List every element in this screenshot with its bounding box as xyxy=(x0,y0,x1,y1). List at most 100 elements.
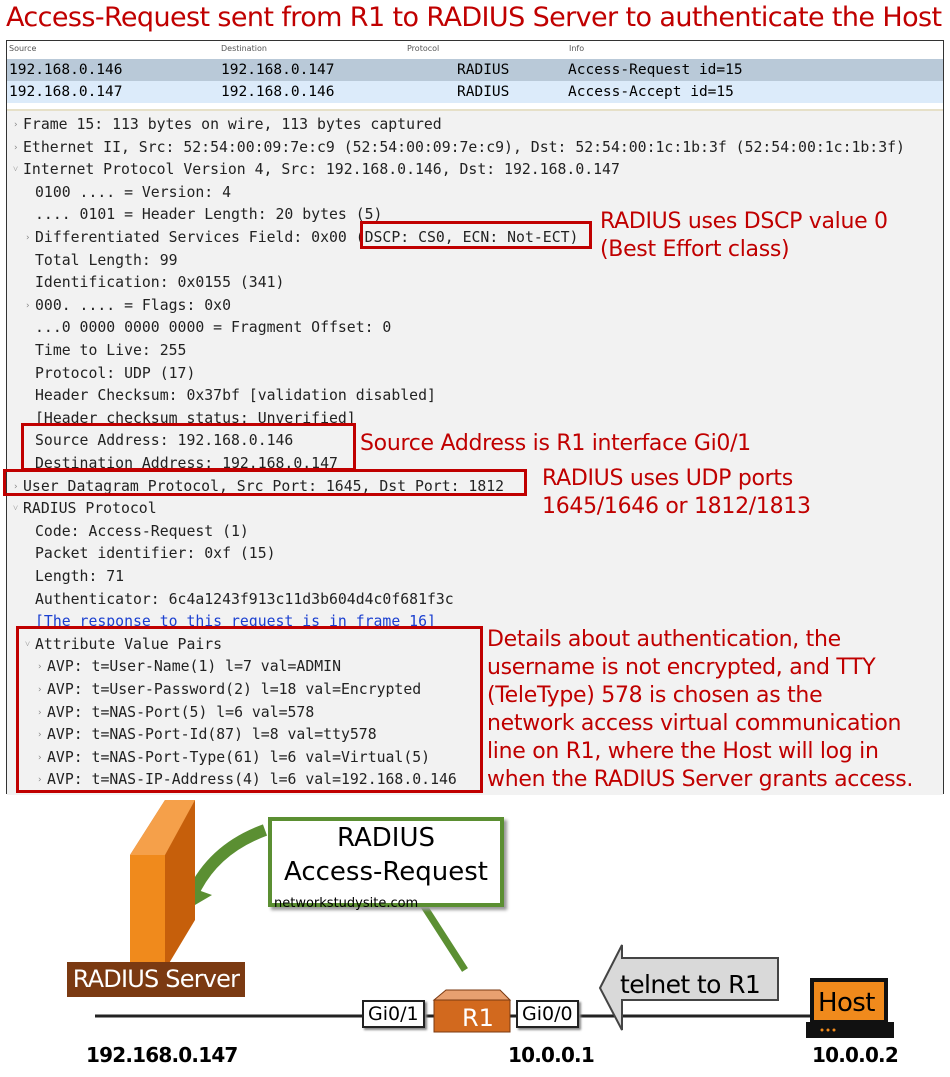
tree-item-label: Code: Access-Request (1) xyxy=(35,522,249,540)
column-header-source[interactable]: Source xyxy=(9,44,37,53)
tree-item[interactable]: Total Length: 99 xyxy=(35,250,178,273)
tree-item[interactable]: ˅ Internet Protocol Version 4, Src: 192.1… xyxy=(13,159,620,182)
tree-item[interactable]: Protocol: UDP (17) xyxy=(35,363,195,386)
tree-item[interactable]: ˅ RADIUS Protocol xyxy=(13,498,157,521)
packet-destination: 192.168.0.146 xyxy=(221,84,335,100)
note-line: Details about authentication, the xyxy=(487,627,841,652)
packet-row-selected[interactable]: 192.168.0.146 192.168.0.147 RADIUS Acces… xyxy=(7,59,943,81)
tree-item[interactable]: ...0 0000 0000 0000 = Fragment Offset: 0 xyxy=(35,317,391,340)
note-line: RADIUS uses UDP ports xyxy=(542,466,793,491)
packet-source: 192.168.0.146 xyxy=(9,62,123,78)
packet-info: Access-Accept id=15 xyxy=(568,84,734,100)
tree-item-label: 000. .... = Flags: 0x0 xyxy=(35,296,231,314)
tree-item[interactable]: › Differentiated Services Field: 0x00 (DS… xyxy=(25,227,579,250)
tree-item[interactable]: ›AVP: t=NAS-Port(5) l=6 val=578 xyxy=(37,702,314,725)
dscp-note: RADIUS uses DSCP value 0(Best Effort cla… xyxy=(600,208,888,264)
tree-item[interactable]: Identification: 0x0155 (341) xyxy=(35,272,284,295)
tree-item-label: Attribute Value Pairs xyxy=(35,635,223,653)
tree-item-label: Frame 15: 113 bytes on wire, 113 bytes c… xyxy=(23,116,442,133)
chevron-right-icon[interactable]: › xyxy=(37,730,43,741)
tree-item[interactable]: ˅ Attribute Value Pairs xyxy=(25,634,223,657)
tree-item[interactable]: ›AVP: t=NAS-Port-Id(87) l=8 val=tty578 xyxy=(37,724,377,747)
tree-item[interactable]: › 000. .... = Flags: 0x0 xyxy=(25,295,231,318)
host-label: Host xyxy=(818,988,875,1018)
udp-highlight-box xyxy=(3,469,527,496)
address-highlight-box xyxy=(21,423,356,471)
tree-item[interactable]: Header Checksum: 0x37bf [validation disa… xyxy=(35,385,436,408)
chevron-down-icon[interactable]: ˅ xyxy=(25,639,31,650)
tree-item[interactable]: Source Address: 192.168.0.146 xyxy=(35,430,293,453)
tree-item-label: Packet identifier: 0xf (15) xyxy=(35,545,276,563)
callout-line: RADIUS xyxy=(336,823,436,853)
watermark: networkstudysite.com xyxy=(274,896,419,911)
udp-note: RADIUS uses UDP ports 1645/1646 or 1812/1… xyxy=(542,465,811,521)
tree-item[interactable]: › AVP: t=NAS-IP-Address(4) l=6 val=192.16… xyxy=(37,769,457,792)
tree-item[interactable]: Authenticator: 6c4a1243f913c11d3b604d4c0… xyxy=(35,589,454,612)
tree-item-label: Authenticator: 6c4a1243f913c11d3b604d4c0… xyxy=(35,590,454,608)
note-line: (TeleType) 578 is chosen as the xyxy=(487,683,823,708)
tree-item[interactable]: ›AVP: t=User-Password(2) l=18 val=Encryp… xyxy=(37,679,421,702)
chevron-right-icon[interactable]: › xyxy=(13,120,19,130)
tree-item[interactable]: › AVP: t=NAS-Port-Type(61) l=6 val=Virtua… xyxy=(37,747,431,770)
tree-item-label: AVP: t=NAS-IP-Address(4) l=6 val=192.168… xyxy=(47,771,457,789)
chevron-right-icon[interactable]: › xyxy=(37,685,43,695)
chevron-right-icon[interactable]: › xyxy=(13,481,19,492)
tree-item-label: AVP: t=NAS-Port-Type(61) l=6 val=Virtual… xyxy=(47,748,431,766)
tree-item-label: ...0 0000 0000 0000 = Fragment Offset: 0 xyxy=(35,319,392,337)
tree-item-label[interactable]: [The response to this request is in fram… xyxy=(35,613,436,631)
packet-row[interactable]: 192.168.0.147 192.168.0.146 RADIUS Acces… xyxy=(7,81,943,103)
tree-item[interactable]: Destination Address: 192.168.0.147 xyxy=(35,453,338,476)
tree-item[interactable]: .... 0101 = Header Length: 20 bytes (5) xyxy=(35,204,382,227)
port-gi0-1: Gi0/1 xyxy=(362,1000,425,1028)
chevron-right-icon[interactable]: › xyxy=(37,752,43,763)
chevron-right-icon[interactable]: › xyxy=(25,233,31,243)
tree-item-label: Source Address: 192.168.0.146 xyxy=(35,432,294,450)
source-note: Source Address is R1 interface Gi0/1 xyxy=(360,431,751,456)
router-ip: 10.0.0.1 xyxy=(508,1043,595,1067)
tree-item-label: Differentiated Services Field: 0x00 (DSC… xyxy=(35,229,579,246)
tree-item[interactable]: ›AVP: t=User-Name(1) l=7 val=ADMIN xyxy=(37,656,341,679)
packet-info: Access-Request id=15 xyxy=(568,62,743,78)
chevron-right-icon[interactable]: › xyxy=(13,142,19,153)
column-header-destination[interactable]: Destination xyxy=(221,44,267,53)
tree-item-label: Ethernet II, Src: 52:54:00:09:7e:c9 (52:… xyxy=(23,138,905,156)
chevron-down-icon[interactable]: ˅ xyxy=(13,165,19,176)
chevron-right-icon[interactable]: › xyxy=(37,662,43,673)
chevron-right-icon[interactable]: › xyxy=(25,300,31,311)
tree-item-label: Length: 71 xyxy=(35,568,125,585)
column-header-protocol[interactable]: Protocol xyxy=(407,44,440,53)
chevron-down-icon[interactable]: ˅ xyxy=(13,504,19,515)
frame-link[interactable]: [The response to this request is in fram… xyxy=(35,611,436,634)
tree-item-label: Header Checksum: 0x37bf [validation disa… xyxy=(35,387,436,405)
tree-item[interactable]: [Header checksum status: Unverified] xyxy=(35,408,356,431)
tree-item[interactable]: Code: Access-Request (1) xyxy=(35,521,249,544)
note-line: 1645/1646 or 1812/1813 xyxy=(542,494,811,519)
tree-item[interactable]: Time to Live: 255 xyxy=(35,340,186,363)
tree-item-label: Internet Protocol Version 4, Src: 192.16… xyxy=(23,161,620,179)
tree-item-label: Time to Live: 255 xyxy=(35,342,187,359)
note-line: network access virtual communication xyxy=(487,711,902,736)
tree-item[interactable]: › Ethernet II, Src: 52:54:00:09:7e:c9 (52… xyxy=(13,137,905,160)
packet-protocol: RADIUS xyxy=(457,62,510,78)
tree-item-label: RADIUS Protocol xyxy=(23,500,157,518)
avp-note: Details about authentication, the usernam… xyxy=(487,626,913,794)
tree-item[interactable]: › User Datagram Protocol, Src Port: 1645,… xyxy=(13,476,505,499)
chevron-right-icon[interactable]: › xyxy=(37,775,43,786)
chevron-right-icon[interactable]: › xyxy=(37,707,43,718)
packet-destination: 192.168.0.147 xyxy=(221,62,335,78)
tree-item[interactable]: Packet identifier: 0xf (15) xyxy=(35,543,276,566)
telnet-label: telnet to R1 xyxy=(620,970,761,999)
port-gi0-0: Gi0/0 xyxy=(516,1000,579,1028)
tree-item[interactable]: › Frame 15: 113 bytes on wire, 113 bytes … xyxy=(13,114,442,137)
callout-arrow-curve xyxy=(184,824,268,903)
tree-item[interactable]: 0100 .... = Version: 4 xyxy=(35,182,231,205)
tree-item[interactable]: Length: 71 xyxy=(35,566,124,589)
note-line: when the RADIUS Server grants access. xyxy=(487,767,914,792)
page-title: Access-Request sent from R1 to RADIUS Se… xyxy=(6,2,942,33)
tree-item-label: User Datagram Protocol, Src Port: 1645, … xyxy=(23,477,505,495)
note-line: username is not encrypted, and TTY xyxy=(487,655,876,680)
callout-line: Access-Request xyxy=(283,857,488,887)
column-header-info[interactable]: Info xyxy=(569,44,585,53)
dscp-highlight-box xyxy=(360,221,592,249)
tree-item-label: Destination Address: 192.168.0.147 xyxy=(35,455,338,472)
